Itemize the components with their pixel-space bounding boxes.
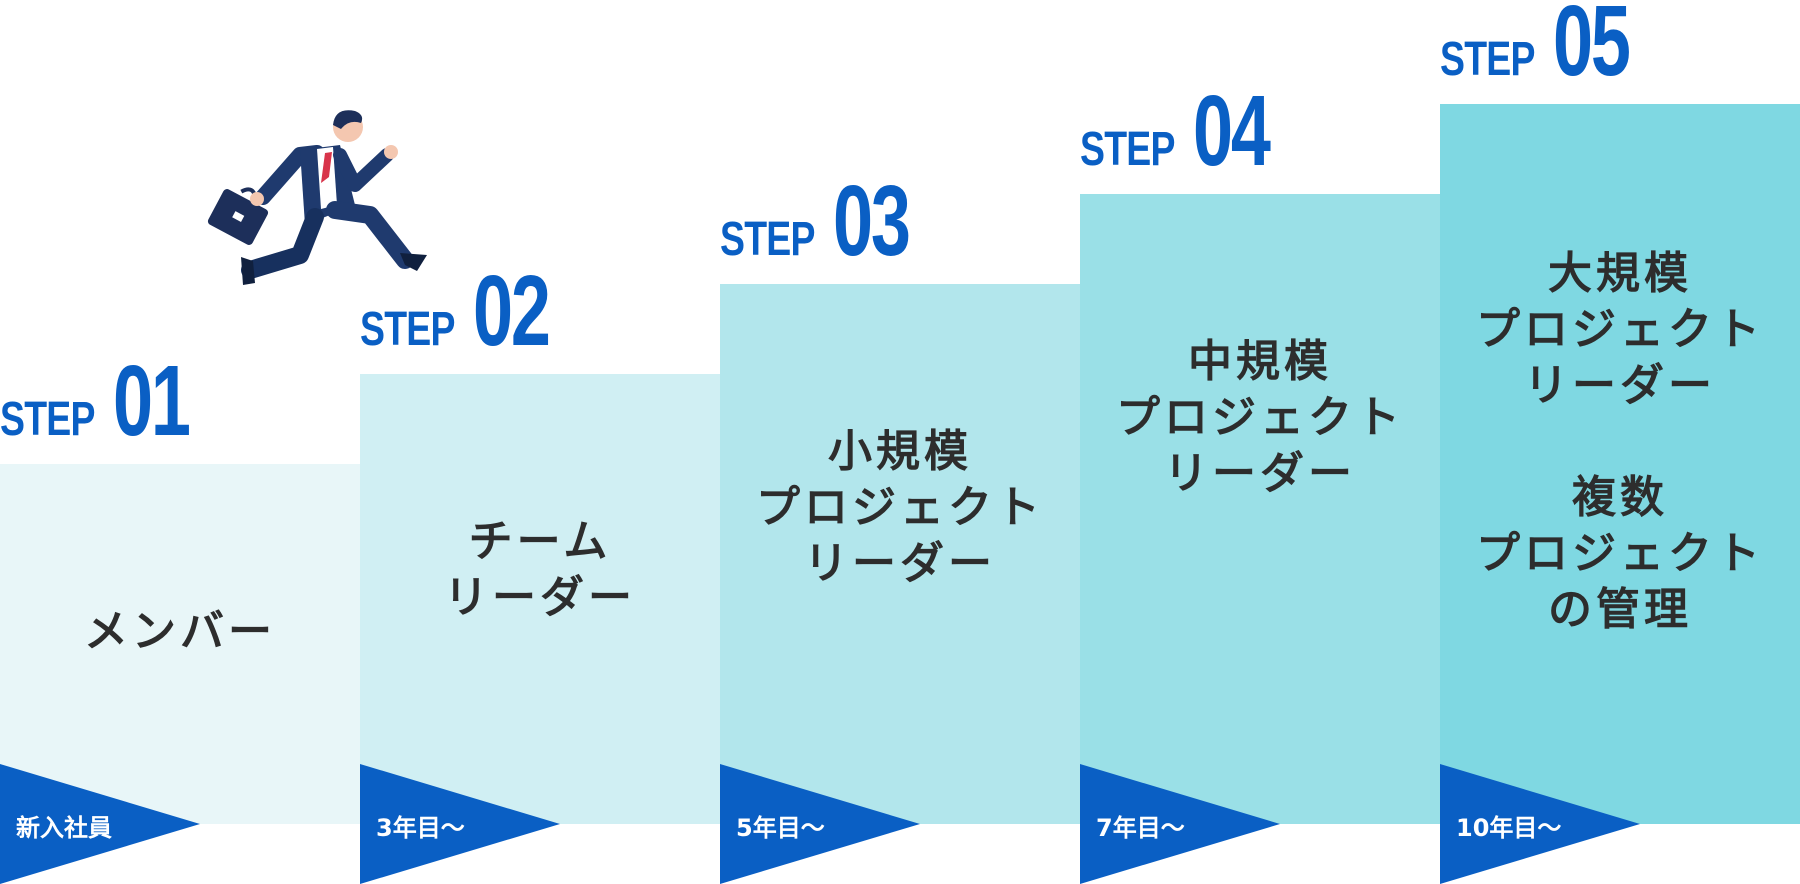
step-01-period-flag: 新入社員	[0, 764, 200, 884]
step-04-period-flag: 7年目〜	[1080, 764, 1280, 884]
step-05-role: 大規模 プロジェクト リーダー 複数 プロジェクト の管理	[1476, 248, 1764, 635]
step-03-role: 小規模 プロジェクト リーダー	[756, 426, 1044, 589]
step-04-column: STEP 04 中規模 プロジェクト リーダー 7年目〜	[1080, 0, 1440, 884]
step-02-period-flag: 3年目〜	[360, 764, 560, 884]
flag-shape	[1080, 764, 1280, 884]
step-number: 03	[833, 165, 911, 277]
period-label: 7年目〜	[1096, 814, 1185, 842]
step-label: STEP	[720, 213, 815, 266]
flag-shape	[1440, 764, 1640, 884]
step-number: 01	[113, 345, 191, 457]
step-01-role: メンバー	[84, 606, 276, 657]
step-02-block	[360, 374, 720, 824]
step-label: STEP	[0, 393, 95, 446]
step-number: 04	[1193, 75, 1271, 187]
step-02-heading: STEP 02	[360, 255, 579, 367]
step-number: 02	[473, 255, 551, 367]
step-04-heading: STEP 04	[1080, 75, 1299, 187]
step-02-role: チーム リーダー	[444, 516, 636, 623]
step-03-period-flag: 5年目〜	[720, 764, 920, 884]
step-label: STEP	[360, 303, 455, 356]
step-01-block	[0, 464, 360, 824]
step-03-heading: STEP 03	[720, 165, 939, 277]
period-label: 新入社員	[16, 814, 112, 842]
flag-shape	[360, 764, 560, 884]
flag-shape	[720, 764, 920, 884]
step-05-column: STEP 05 大規模 プロジェクト リーダー 複数 プロジェクト の管理 10…	[1440, 0, 1800, 884]
step-05-heading: STEP 05	[1440, 0, 1659, 97]
step-03-block	[720, 284, 1080, 824]
flag-shape	[0, 764, 200, 884]
step-label: STEP	[1080, 123, 1175, 176]
step-04-block	[1080, 194, 1440, 824]
step-01-heading: STEP 01	[0, 345, 219, 457]
period-label: 10年目〜	[1456, 814, 1562, 842]
step-label: STEP	[1440, 33, 1535, 86]
step-03-column: STEP 03 小規模 プロジェクト リーダー 5年目〜	[720, 0, 1080, 884]
step-number: 05	[1553, 0, 1631, 97]
step-05-block	[1440, 104, 1800, 824]
step-05-period-flag: 10年目〜	[1440, 764, 1640, 884]
step-01-column: STEP 01 メンバー 新入社員	[0, 0, 360, 884]
running-businessman-icon	[205, 105, 455, 329]
period-label: 5年目〜	[736, 814, 825, 842]
period-label: 3年目〜	[376, 814, 465, 842]
step-04-role: 中規模 プロジェクト リーダー	[1116, 336, 1404, 499]
step-02-column: STEP 02 チーム リーダー 3年目〜	[360, 0, 720, 884]
